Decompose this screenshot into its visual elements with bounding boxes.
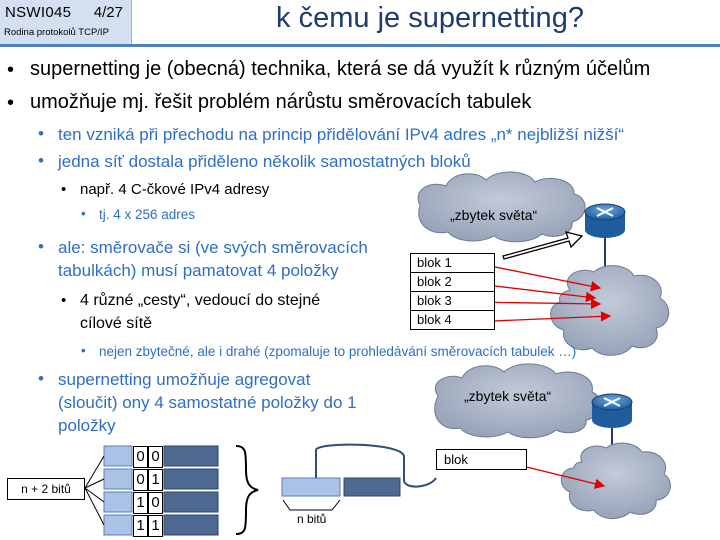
course-code: NSWI045 xyxy=(5,4,72,21)
bullet-level2: • jedna síť dostala přiděleno několik sa… xyxy=(38,151,471,172)
title-divider xyxy=(0,44,720,47)
header-box: NSWI045 4/27 Rodina protokolů TCP/IP xyxy=(0,0,132,44)
cloud-icon xyxy=(417,171,586,243)
slide-number: 4/27 xyxy=(93,4,123,21)
bullet-level2: • ten vzniká při přechodu na princip při… xyxy=(38,124,625,145)
bullet-icon: • xyxy=(7,92,15,114)
router-icon xyxy=(584,203,626,238)
brace-icon xyxy=(235,445,259,535)
prefix-bit: 0 xyxy=(148,446,163,468)
bullet-text: supernetting je (obecná) technika, která… xyxy=(30,58,651,80)
n-bits-label: n bitů xyxy=(297,512,327,526)
routing-table: blok 1 blok 2 blok 3 blok 4 xyxy=(410,253,495,330)
bullet-level4: • tj. 4 x 256 adres xyxy=(81,206,196,222)
bullet-icon: • xyxy=(61,181,67,198)
bullet-icon: • xyxy=(7,59,15,81)
cloud-label: „zbytek světa“ xyxy=(450,207,538,223)
course-subtitle: Rodina protokolů TCP/IP xyxy=(4,27,109,38)
routing-table-row: blok 2 xyxy=(410,273,495,292)
prefix-bit: 1 xyxy=(148,469,163,491)
label-connector xyxy=(84,455,105,526)
bullet-text: 4 různé „cesty“, vedoucí do stejné xyxy=(80,292,321,309)
cloud-icon xyxy=(550,265,670,356)
aggregated-address xyxy=(281,477,401,511)
n-plus-2-bits-label: n + 2 bitů xyxy=(7,478,85,500)
aggregated-table-row: blok xyxy=(436,449,527,470)
bullet-level3: • 4 různé „cesty“, vedoucí do stejné xyxy=(61,292,321,310)
bullet-level3: • např. 4 C-čkové IPv4 adresy xyxy=(61,181,270,198)
bullet-level2: • supernetting umožňuje agregovat xyxy=(38,369,311,390)
bullet-continuation: (sloučit) ony 4 samostatné položky do 1 xyxy=(58,393,357,412)
bullet-continuation: položky xyxy=(58,416,116,435)
bullet-icon: • xyxy=(81,343,86,358)
cloud-icon xyxy=(560,442,671,519)
bullet-level1: • supernetting je (obecná) technika, kte… xyxy=(7,58,651,81)
router-icon xyxy=(591,393,633,428)
bullet-level2: • ale: směrovače si (ve svých směrovacíc… xyxy=(38,237,368,258)
bullet-icon: • xyxy=(38,369,44,388)
bullet-continuation: tabulkách) musí pamatovat 4 položky xyxy=(58,261,339,280)
address-bars xyxy=(103,445,219,536)
prefix-bit: 0 xyxy=(148,492,163,514)
bullet-text: ten vzniká při přechodu na princip přidě… xyxy=(58,125,625,144)
bullet-text: umožňuje mj. řešit problém nárůstu směro… xyxy=(30,91,532,113)
bullet-level1: • umožňuje mj. řešit problém nárůstu smě… xyxy=(7,91,532,114)
routing-table-row: blok 3 xyxy=(410,292,495,311)
cloud-label: „zbytek světa“ xyxy=(464,388,552,404)
bullet-icon: • xyxy=(61,292,67,309)
bullet-icon: • xyxy=(38,124,44,143)
bullet-text: nejen zbytečné, ale i drahé (zpomaluje t… xyxy=(99,344,577,359)
bullet-icon: • xyxy=(38,151,44,170)
aggregation-link xyxy=(315,443,437,488)
routing-table-row: blok 4 xyxy=(410,311,495,330)
bullet-icon: • xyxy=(38,237,44,256)
routing-table-row: blok 1 xyxy=(410,253,495,273)
bullet-text: tj. 4 x 256 adres xyxy=(99,207,196,222)
bullet-text: supernetting umožňuje agregovat xyxy=(58,370,311,389)
bullet-continuation: cílové sítě xyxy=(80,315,153,332)
arrow-icon xyxy=(502,231,584,260)
prefix-bit: 1 xyxy=(133,515,148,537)
prefix-bit: 0 xyxy=(133,446,148,468)
prefix-bit: 1 xyxy=(133,492,148,514)
bullet-text: jedna síť dostala přiděleno několik samo… xyxy=(58,152,471,171)
prefix-bit: 0 xyxy=(133,469,148,491)
bullet-text: ale: směrovače si (ve svých směrovacích xyxy=(58,238,368,257)
page-title: k čemu je supernetting? xyxy=(276,2,584,34)
bullet-level4: • nejen zbytečné, ale i drahé (zpomaluje… xyxy=(81,343,577,359)
bullet-icon: • xyxy=(81,206,86,221)
bullet-text: např. 4 C-čkové IPv4 adresy xyxy=(80,181,270,198)
prefix-bit: 1 xyxy=(148,515,163,537)
